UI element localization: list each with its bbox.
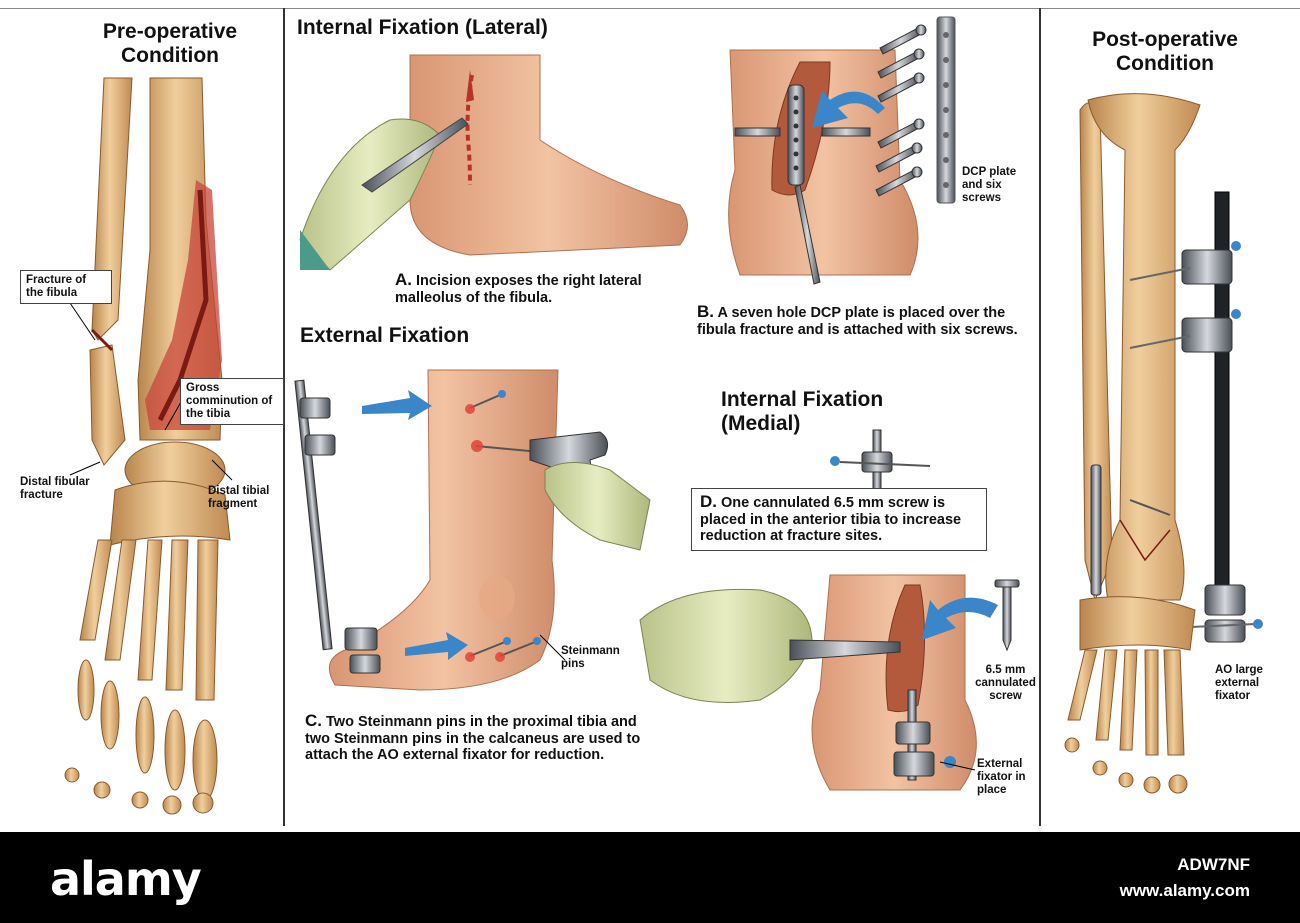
panel-c-arrow-top: [362, 390, 432, 420]
postop-leg-illustration: [1064, 93, 1263, 794]
panel-c-arrow-bottom: [405, 632, 468, 660]
label-ao-fixator: AO large external fixator: [1215, 664, 1263, 702]
panel-b-retractor-right: [821, 127, 871, 137]
internal-lateral-title: Internal Fixation (Lateral): [297, 16, 548, 39]
image-code: ADW7NF: [1177, 855, 1250, 874]
panel-c-clamps: [299, 397, 381, 674]
caption-c: C. Two Steinmann pins in the proximal ti…: [305, 711, 665, 764]
postop-clamps: [1181, 249, 1246, 643]
label-distal-tibial: Distal tibial fragment: [208, 485, 270, 510]
panel-d-illustration: [639, 429, 1020, 791]
top-rule: [0, 8, 1300, 9]
panel-d-arrow: [922, 597, 998, 640]
alamy-logo: alamy: [50, 852, 202, 906]
caption-b: B. A seven hole DCP plate is placed over…: [697, 302, 1027, 338]
panel-d-glove: [639, 588, 813, 703]
label-cannulated-screw: 6.5 mm cannulated screw: [975, 664, 1036, 702]
footer-bar: alamy ADW7NF www.alamy.com: [0, 832, 1300, 923]
panel-a-foot: [409, 54, 688, 256]
external-fixation-title: External Fixation: [300, 324, 470, 347]
caption-b-letter: B.: [697, 302, 714, 321]
panel-b-retractor-left: [734, 127, 781, 137]
caption-d-letter: D.: [700, 492, 717, 511]
panel-a-illustration: [299, 54, 688, 271]
preop-fibula-distal: [89, 344, 126, 466]
caption-a-text: Incision exposes the right lateral malle…: [395, 273, 642, 306]
caption-d-text: One cannulated 6.5 mm screw is placed in…: [700, 495, 962, 544]
caption-c-letter: C.: [305, 711, 322, 730]
panel-c-fixator-rod: [294, 379, 333, 651]
panel-b-screws: [875, 24, 927, 197]
preop-title: Pre-operative Condition: [102, 20, 238, 67]
label-steinmann-pins: Steinmann pins: [561, 645, 620, 670]
panel-c-illustration: [294, 369, 651, 691]
panel-d-opening: [885, 584, 926, 713]
caption-a-letter: A.: [395, 270, 412, 289]
panel-c-glove: [544, 462, 651, 551]
internal-medial-title: Internal Fixation (Medial): [721, 388, 884, 435]
footer-url[interactable]: www.alamy.com: [1119, 881, 1250, 900]
divider-right: [1039, 8, 1041, 826]
panel-b-illustration: [728, 16, 956, 285]
panel-a-incision: [465, 74, 474, 186]
panel-d-screw: [994, 579, 1020, 652]
divider-left: [283, 8, 285, 826]
caption-d: D. One cannulated 6.5 mm screw is placed…: [691, 488, 987, 551]
postop-title: Post-operative Condition: [1092, 28, 1238, 75]
panel-a-scalpel: [361, 117, 469, 193]
postop-plate: [1090, 464, 1102, 596]
caption-a: A. Incision exposes the right lateral ma…: [395, 270, 685, 306]
panel-b-plate: [787, 84, 805, 186]
panel-c-pins: [469, 394, 541, 657]
label-fixator-in-place: External fixator in place: [977, 758, 1026, 796]
panel-b-arrow: [812, 90, 885, 128]
caption-b-text: A seven hole DCP plate is placed over th…: [697, 305, 1018, 338]
label-gross-comminution: Gross comminution of the tibia: [180, 378, 284, 425]
label-dcp-plate: DCP plate and six screws: [962, 166, 1017, 204]
preop-leg-illustration: [64, 77, 233, 815]
panel-b-screwdriver: [794, 184, 821, 285]
postop-tibia: [1087, 93, 1201, 601]
label-fibula-fracture: Fracture of the fibula: [20, 270, 112, 304]
label-distal-fibular: Distal fibular fracture: [20, 476, 90, 501]
caption-c-text: Two Steinmann pins in the proximal tibia…: [305, 714, 641, 763]
panel-d-screwdriver: [789, 639, 901, 661]
illustration-canvas: [64, 16, 1263, 815]
